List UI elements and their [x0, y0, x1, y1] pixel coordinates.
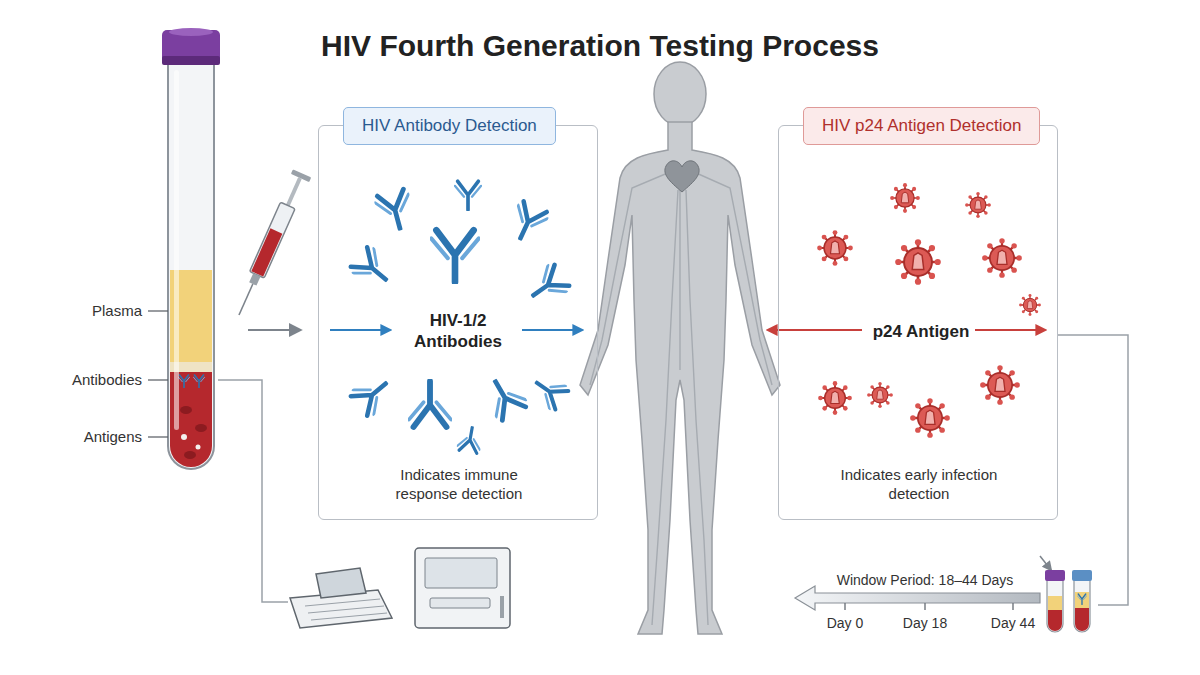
- antibody-icon: [431, 230, 479, 282]
- leader-line: [148, 310, 168, 311]
- day-label: Day 18: [903, 615, 947, 632]
- tube-cap: [1045, 570, 1065, 581]
- tube-cap: [1072, 570, 1092, 581]
- timeline-ticks: [845, 603, 1013, 610]
- red-cell: [184, 451, 196, 459]
- syringe-blood: [251, 228, 282, 276]
- tube-cap-top: [169, 28, 213, 36]
- red-cell: [195, 424, 207, 432]
- flow-arrow: [975, 329, 1045, 331]
- virus-icon: [817, 230, 853, 266]
- leader-line: [148, 379, 168, 380]
- virus-icon: [982, 238, 1022, 278]
- sample-arrow: [1040, 556, 1051, 570]
- flow-arrow: [768, 329, 862, 331]
- antibody-icon: [1077, 594, 1087, 604]
- analyzer-handle: [500, 596, 504, 618]
- virus-icon: [910, 398, 950, 438]
- antibody-icon: [409, 381, 451, 427]
- sample-tubes: [1045, 570, 1092, 632]
- analyzer-window: [425, 558, 497, 588]
- tube-highlight: [174, 70, 179, 430]
- flow-arrow: [330, 329, 390, 331]
- lab-terminal: [290, 568, 392, 628]
- leader-line: [148, 436, 168, 437]
- analyzer-body: [415, 548, 510, 628]
- blood-tube: [162, 28, 220, 469]
- figure-head: [654, 62, 706, 126]
- part-label: Antibodies: [72, 371, 142, 389]
- figure-heart: [665, 161, 699, 192]
- antibody-icon: [480, 372, 529, 422]
- red-cells: [1048, 610, 1062, 631]
- antibody-icon: [349, 245, 397, 293]
- syringe-needle: [239, 284, 253, 315]
- part-label: Plasma: [92, 302, 142, 320]
- virus-icon: [895, 239, 941, 285]
- syringe-rod: [285, 177, 302, 208]
- diagram-title: HIV Fourth Generation Testing Process: [0, 28, 1200, 64]
- antigen-dot: [181, 434, 187, 440]
- virus-cluster: [817, 183, 1041, 438]
- antigen-dot: [196, 445, 201, 450]
- virus-icon: [965, 192, 991, 218]
- marker-label: HIV-1/2 Antibodies: [394, 309, 522, 353]
- figure-body: [580, 122, 780, 634]
- virus-icon: [818, 381, 852, 415]
- antibody-icon: [505, 200, 549, 246]
- panel-note: Indicates immune response detection: [373, 465, 545, 503]
- detection-panel: HIV Antibody DetectionHIV-1/2 Antibodies…: [318, 125, 598, 520]
- panel-heading: HIV Antibody Detection: [343, 107, 556, 145]
- tube-cap-rim: [162, 56, 220, 65]
- day-label: Day 0: [827, 615, 864, 632]
- flow-arrow: [520, 329, 582, 331]
- antibody-icon: [455, 181, 481, 210]
- virus-icon: [1019, 294, 1041, 316]
- antibody-icon: [528, 371, 570, 412]
- syringe: [230, 169, 311, 319]
- detection-panel: HIV p24 Antigen Detectionp24 AntigenIndi…: [778, 125, 1058, 520]
- antibody-icon: [178, 375, 190, 388]
- virus-icon: [890, 183, 920, 213]
- syringe-barrel: [250, 202, 296, 278]
- sample-tube: [1047, 580, 1063, 632]
- antibody-icon: [349, 371, 397, 419]
- antibody-icon: [524, 262, 572, 309]
- part-label: Antigens: [84, 428, 142, 446]
- virus-icon: [867, 382, 893, 408]
- timeline-label: Window Period: 18–44 Days: [837, 572, 1014, 589]
- flow-line: [218, 380, 288, 602]
- antibody-icon: [457, 425, 484, 454]
- tube-glass: [168, 62, 214, 469]
- flow-arrow: [248, 329, 300, 331]
- syringe-hub: [249, 273, 260, 285]
- day-label: Day 44: [991, 615, 1035, 632]
- antibody-icon: [193, 375, 205, 388]
- red-cell: [180, 406, 192, 414]
- analyzer-tray: [430, 598, 490, 608]
- panel-note: Indicates early infection detection: [839, 465, 999, 503]
- terminal-keys: [305, 599, 387, 620]
- terminal-screen: [316, 568, 366, 598]
- marker-label: p24 Antigen: [867, 320, 975, 343]
- sample-tube: [1074, 580, 1090, 632]
- flow-line: [1058, 335, 1128, 605]
- plasma-layer: [1048, 596, 1062, 610]
- antibody-cluster: [349, 181, 572, 454]
- timeline-arrow: [795, 586, 1040, 610]
- plasma-layer: [1075, 592, 1089, 608]
- lab-analyzer: [415, 548, 510, 628]
- figure-vessels: [590, 172, 772, 625]
- virus-icon: [980, 365, 1020, 405]
- human-figure: [580, 62, 780, 634]
- red-cells: [1075, 608, 1089, 631]
- panel-heading: HIV p24 Antigen Detection: [803, 107, 1040, 145]
- antibody-icon: [374, 188, 417, 233]
